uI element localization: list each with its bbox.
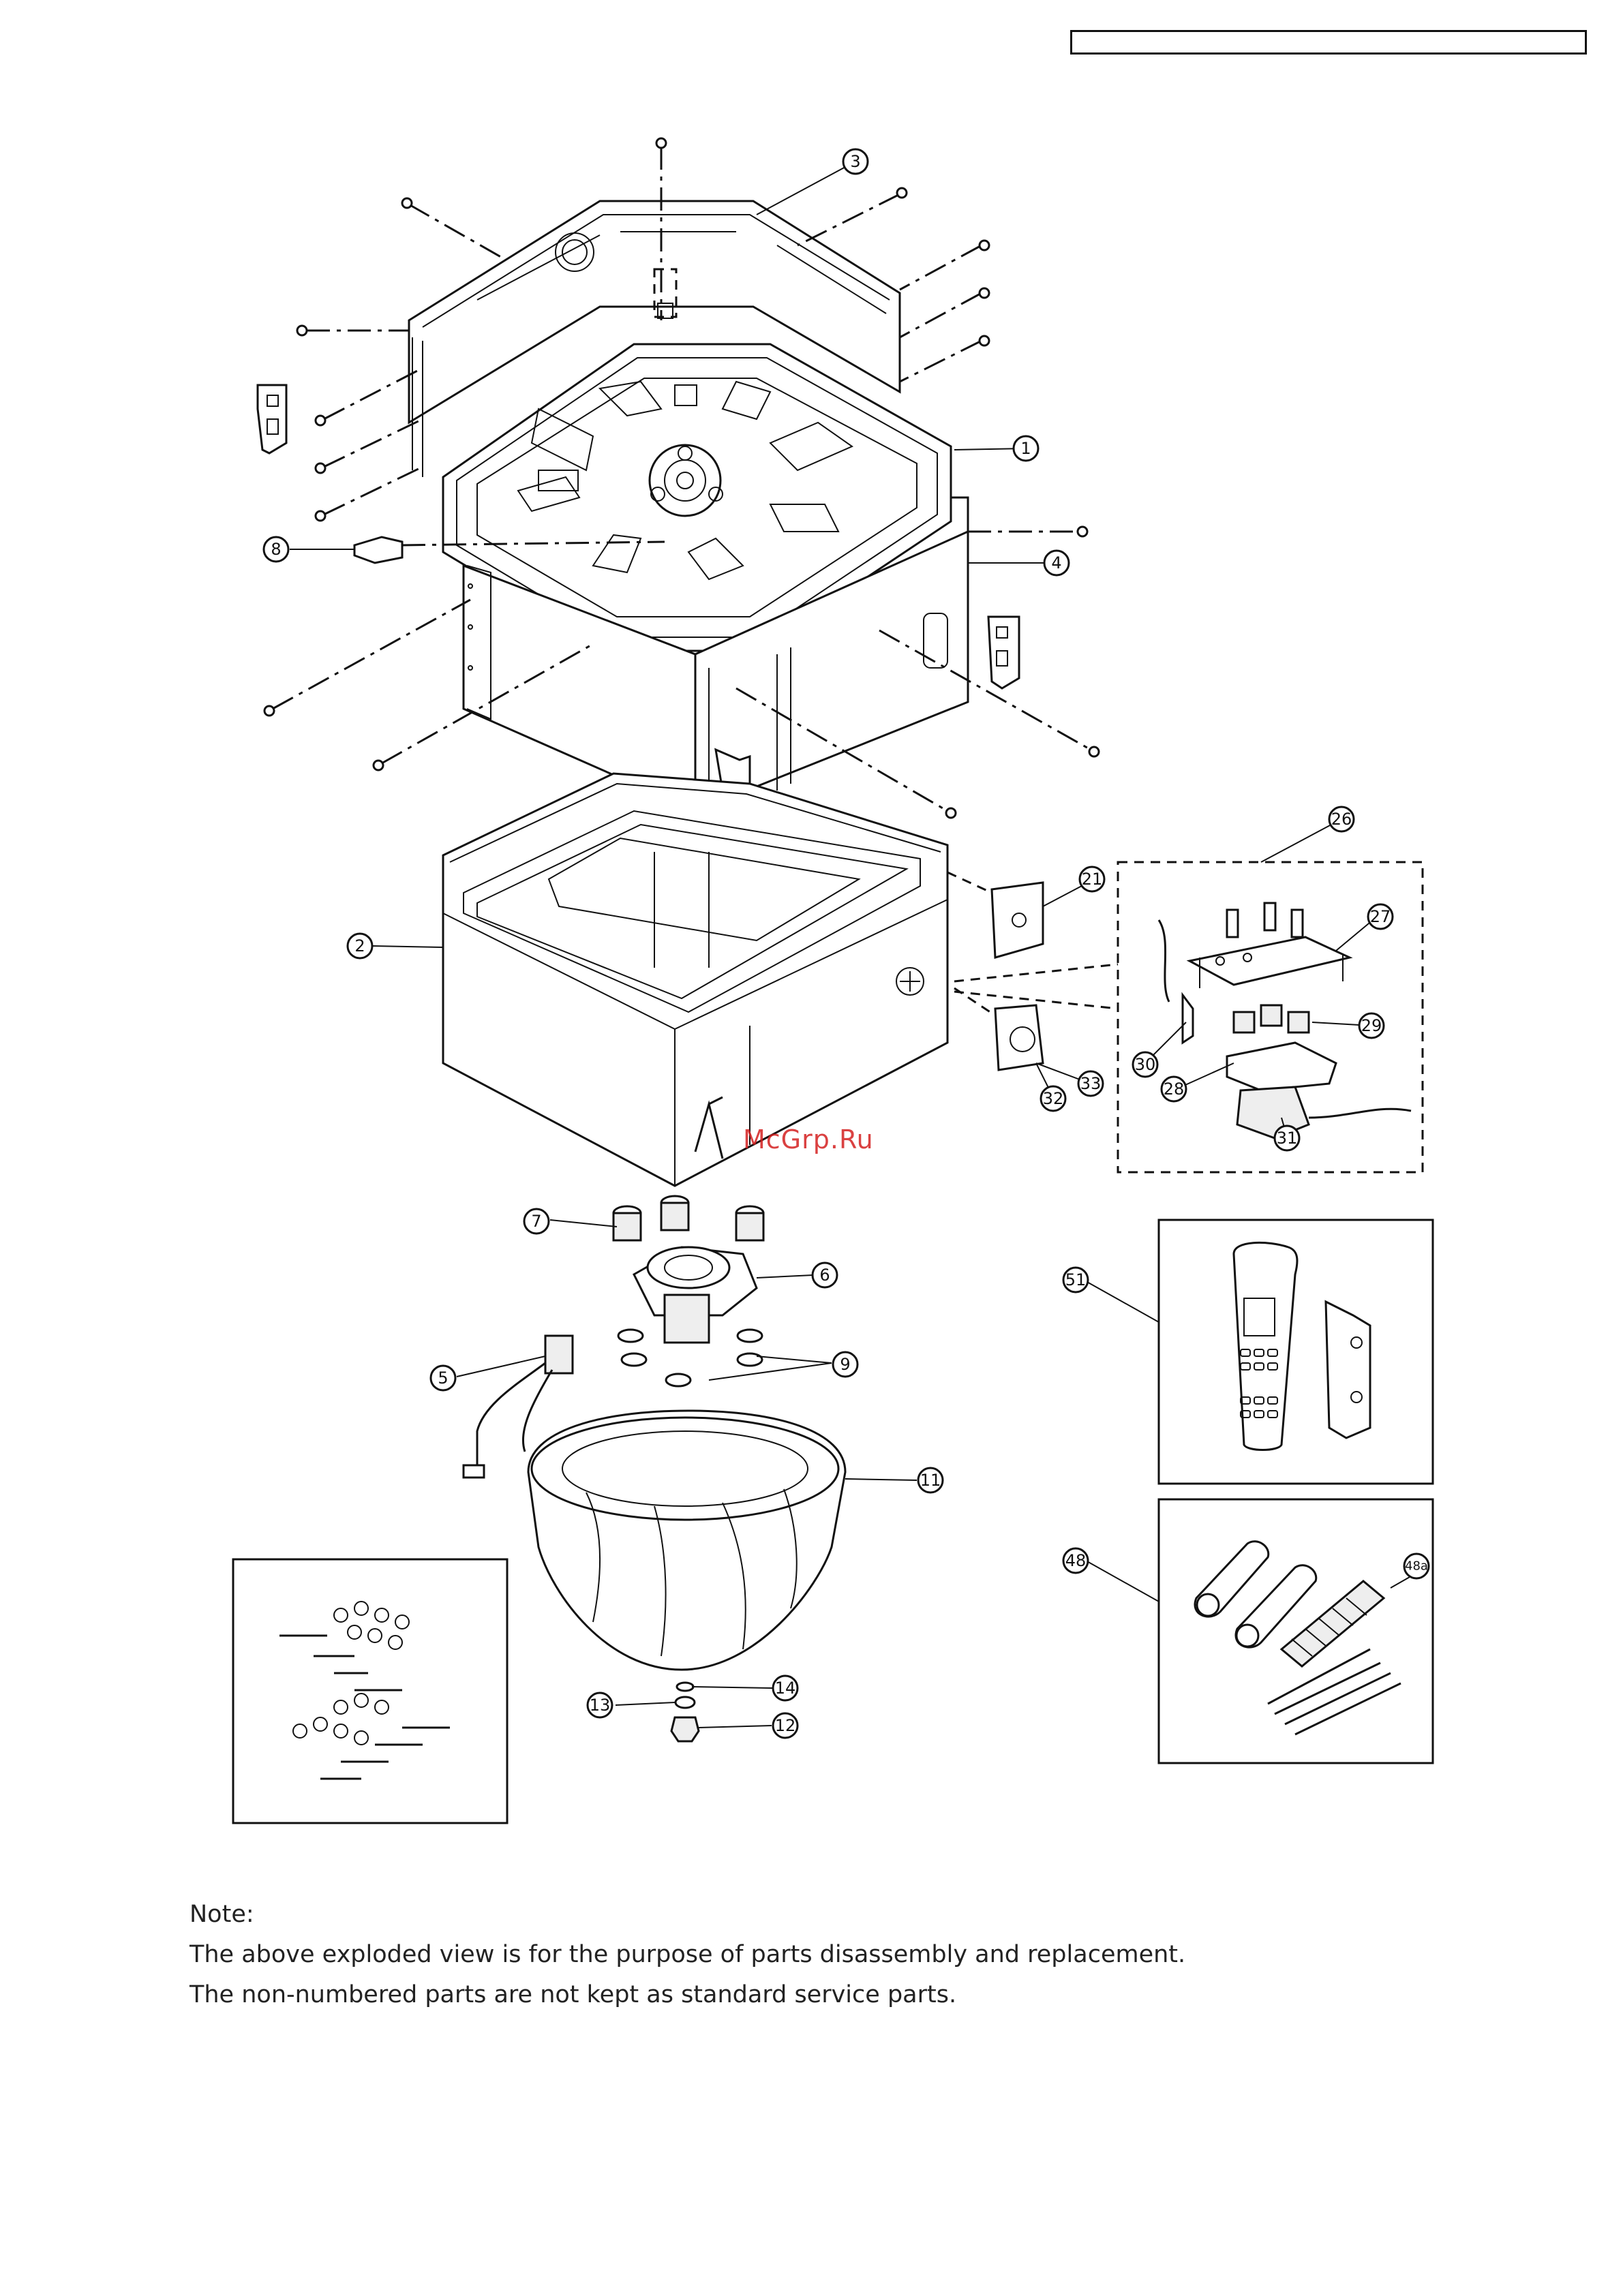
callout-31: 31: [1275, 1126, 1299, 1150]
control-box-parts: [947, 872, 1118, 1070]
callout-label: 31: [1277, 1129, 1298, 1148]
notes-heading: Note:: [189, 1895, 1185, 1935]
callout-label: 21: [1082, 870, 1103, 889]
callout-label: 1: [1020, 439, 1031, 458]
callout-7: 7: [524, 1209, 549, 1234]
callout-1: 1: [1014, 436, 1038, 461]
callout-label: 6: [819, 1266, 830, 1285]
callout-21: 21: [1080, 867, 1104, 891]
watermark-text: McGrp.Ru: [743, 1124, 874, 1154]
callout-label: 48a: [1405, 1559, 1428, 1574]
callout-13: 13: [588, 1693, 612, 1717]
callout-6: 6: [813, 1263, 837, 1287]
callout-label: 14: [775, 1679, 796, 1698]
callout-label: 27: [1370, 907, 1391, 926]
callout-label: 12: [775, 1716, 796, 1735]
callout-label: 51: [1065, 1270, 1087, 1289]
callout-label: 33: [1080, 1074, 1102, 1093]
callout-12: 12: [773, 1713, 798, 1738]
plate-part: [354, 537, 402, 563]
callout-30: 30: [1133, 1052, 1157, 1077]
callout-label: 30: [1135, 1055, 1156, 1074]
callout-5: 5: [431, 1366, 455, 1390]
callout-48a: 48a: [1404, 1554, 1429, 1578]
callout-26: 26: [1329, 807, 1354, 831]
callout-29: 29: [1359, 1013, 1384, 1038]
callout-label: 4: [1051, 553, 1061, 572]
callout-label: 7: [531, 1212, 541, 1231]
callout-33: 33: [1078, 1071, 1103, 1096]
fan-motor: [613, 1196, 763, 1386]
callout-label: 48: [1065, 1551, 1087, 1570]
callout-28: 28: [1162, 1077, 1186, 1101]
callout-9: 9: [833, 1352, 858, 1377]
callout-27: 27: [1368, 904, 1393, 929]
callout-label: 28: [1164, 1080, 1185, 1099]
callout-label: 32: [1043, 1089, 1064, 1108]
callout-3: 3: [843, 149, 868, 174]
callout-8: 8: [264, 537, 288, 562]
callout-label: 2: [354, 936, 365, 955]
callout-48: 48: [1063, 1548, 1088, 1573]
callout-4: 4: [1044, 551, 1069, 575]
callout-label: 9: [840, 1355, 850, 1374]
callout-label: 3: [850, 152, 860, 171]
callout-label: 13: [590, 1696, 611, 1715]
callout-14: 14: [773, 1676, 798, 1700]
notes-line-1: The above exploded view is for the purpo…: [189, 1935, 1185, 1975]
callout-label: 5: [438, 1368, 448, 1388]
notes-line-2: The non-numbered parts are not kept as s…: [189, 1975, 1185, 2015]
accessories-box: [1159, 1499, 1433, 1763]
remote-controller-box: [1159, 1220, 1433, 1484]
callout-label: 8: [271, 540, 281, 559]
callout-label: 26: [1331, 810, 1352, 829]
callout-32: 32: [1041, 1086, 1065, 1111]
screw-kit-box: [233, 1559, 507, 1823]
callout-51: 51: [1063, 1268, 1088, 1292]
callout-label: 11: [920, 1471, 941, 1490]
callout-11: 11: [918, 1468, 943, 1493]
callout-label: 29: [1361, 1016, 1382, 1035]
notes-block: Note: The above exploded view is for the…: [189, 1895, 1185, 2015]
callout-2: 2: [348, 934, 372, 958]
